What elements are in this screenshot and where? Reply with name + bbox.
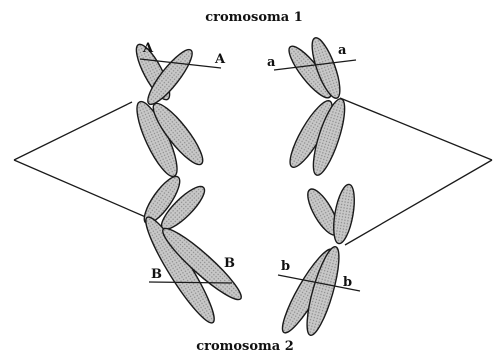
title-chromosome-2: cromosoma 2: [196, 339, 294, 354]
allele-label: b: [281, 259, 290, 274]
allele-label: A: [142, 41, 154, 56]
chromosome-1-left: [130, 40, 221, 180]
title-chromosome-1: cromosoma 1: [205, 10, 303, 25]
chromosome-2-left: [138, 172, 248, 329]
allele-label: b: [343, 275, 352, 290]
allele-label: a: [267, 55, 276, 70]
spindle-left: [14, 102, 148, 218]
spindle-right: [340, 98, 492, 245]
allele-label: B: [224, 256, 235, 271]
allele-label: B: [151, 267, 162, 282]
allele-label: a: [338, 43, 347, 58]
allele-label: A: [214, 52, 226, 67]
